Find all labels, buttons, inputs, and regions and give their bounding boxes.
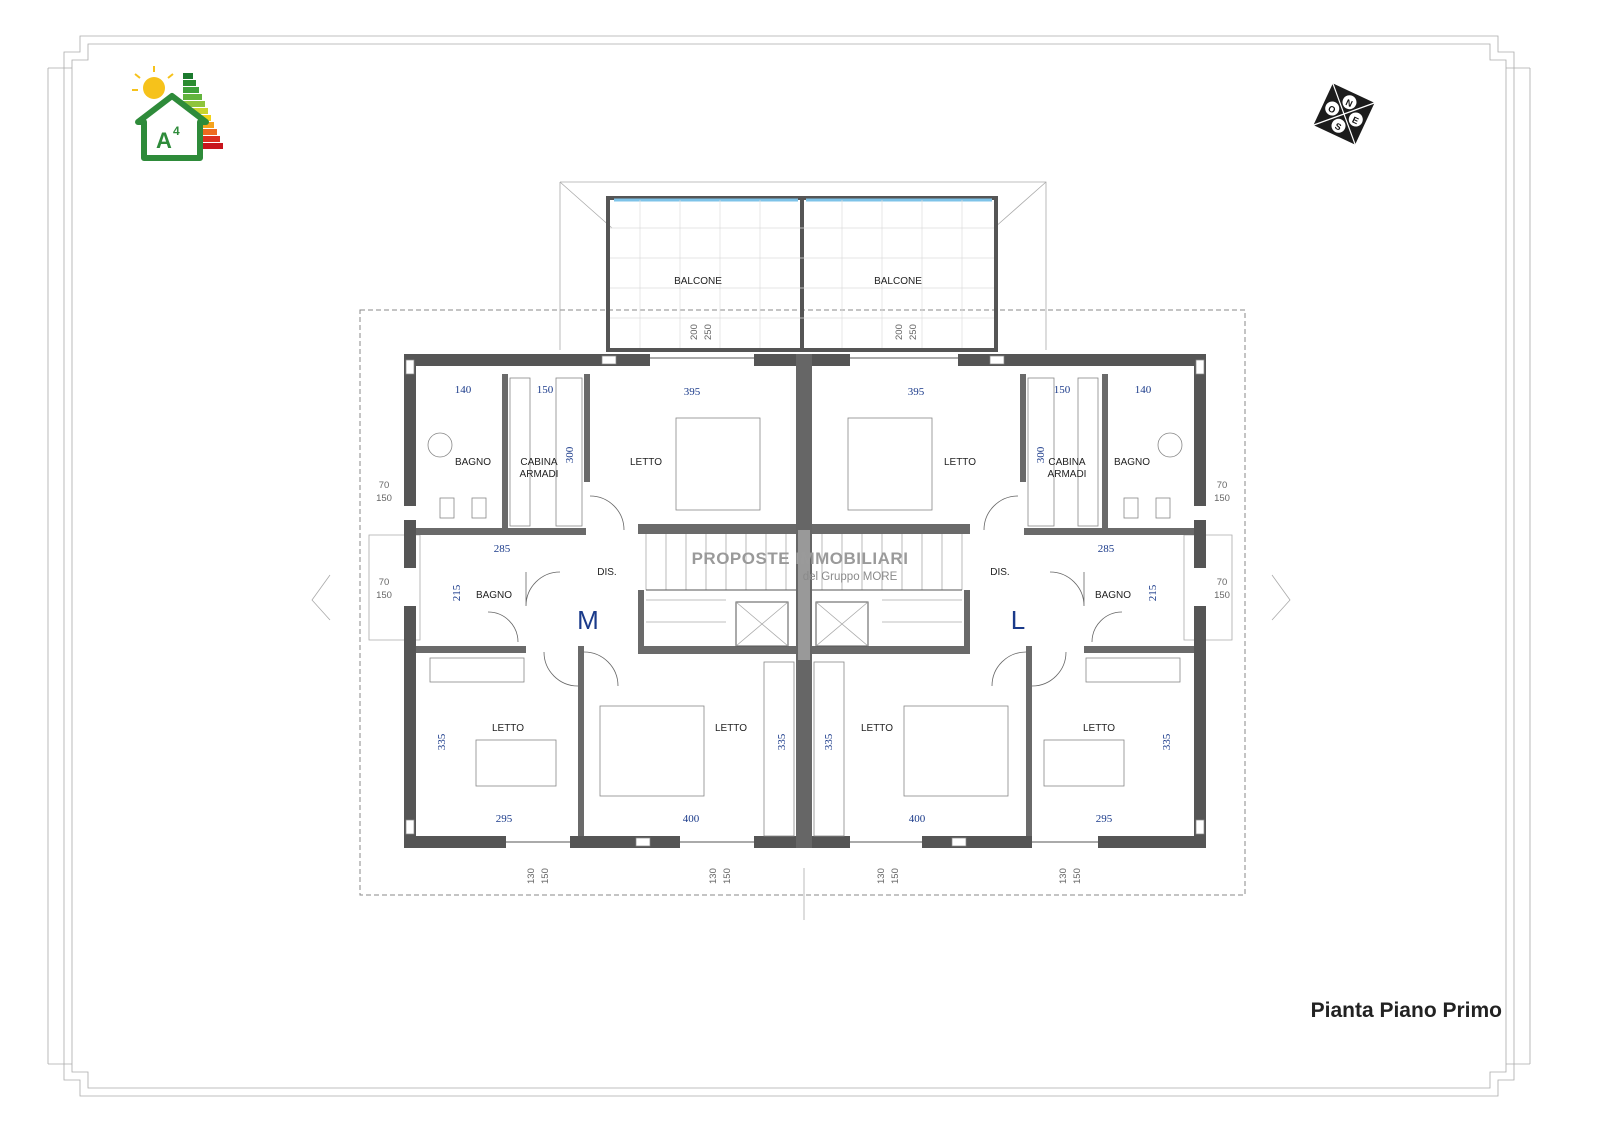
dim-window-150-r2: 150 xyxy=(1214,590,1230,601)
dim-bagno-top-left: 140 xyxy=(455,384,472,396)
dim-letto-top-right: 395 xyxy=(908,386,925,398)
room-label-letto-bottom-left-small: LETTO xyxy=(492,723,524,734)
dim-window-150-l1: 150 xyxy=(376,493,392,504)
dim-letto-large-right: 400 xyxy=(909,813,926,825)
dim-letto-top-left: 395 xyxy=(684,386,701,398)
compass-east: E xyxy=(1351,115,1361,127)
dim-window-70-r1: 70 xyxy=(1217,480,1228,491)
staircase xyxy=(645,534,963,647)
dim-bagno-mid-left: 285 xyxy=(494,543,511,555)
room-label-dis-right: DIS. xyxy=(990,567,1009,578)
watermark-line1: PROPOSTE IMMOBILIARI xyxy=(692,549,909,568)
dim-letto-height-4: 335 xyxy=(1161,733,1173,750)
room-label-letto-top-left: LETTO xyxy=(630,457,662,468)
dim-balcony-250-right: 250 xyxy=(908,324,919,340)
watermark-line2: del Gruppo MORE xyxy=(803,571,898,583)
room-label-letto-bottom-right-large: LETTO xyxy=(861,723,893,734)
dimension-labels: 140 140 150 150 395 395 300 300 285 285 … xyxy=(436,384,1173,825)
dim-letto-small-right: 295 xyxy=(1096,813,1113,825)
energy-class-superscript: 4 xyxy=(173,124,180,138)
party-wall xyxy=(796,354,812,848)
roof-outline xyxy=(311,309,1291,896)
balcony xyxy=(559,181,1047,352)
dim-bottom-150-4: 150 xyxy=(1072,868,1083,884)
house-icon xyxy=(135,93,209,161)
window-dimensions: 200 250 200 250 70 150 70 150 70 150 70 … xyxy=(376,324,1230,920)
room-label-cabina-right: CABINA xyxy=(1048,457,1086,468)
unit-label-right: L xyxy=(1011,605,1025,635)
room-label-letto-top-right: LETTO xyxy=(944,457,976,468)
dim-cabina-right: 150 xyxy=(1054,384,1071,396)
dim-cabina-height-left: 300 xyxy=(564,446,576,463)
room-label-bagno-mid-left: BAGNO xyxy=(476,590,512,601)
watermark: PROPOSTE IMMOBILIARI del Gruppo MORE xyxy=(692,549,909,583)
dim-bagno-mid-right: 285 xyxy=(1098,543,1115,555)
dim-window-70-l1: 70 xyxy=(379,480,390,491)
compass-south: S xyxy=(1333,121,1343,133)
dim-cabina-height-right: 300 xyxy=(1035,446,1047,463)
energy-class-letter: A xyxy=(156,128,172,153)
furniture xyxy=(427,377,1183,837)
dim-window-70-l2: 70 xyxy=(379,577,390,588)
room-label-bagno-mid-right: BAGNO xyxy=(1095,590,1131,601)
dim-bottom-150-2: 150 xyxy=(722,868,733,884)
dim-bottom-130-4: 130 xyxy=(1058,868,1069,884)
room-label-armadi-left: ARMADI xyxy=(520,469,559,480)
dim-bottom-130-3: 130 xyxy=(876,868,887,884)
unit-label-left: M xyxy=(577,605,599,635)
dim-bagno-mid-height-left: 215 xyxy=(451,584,463,601)
dim-letto-large-left: 400 xyxy=(683,813,700,825)
dim-bagno-mid-height-right: 215 xyxy=(1147,584,1159,601)
dim-letto-height-3: 335 xyxy=(823,733,835,750)
dim-letto-height-1: 335 xyxy=(436,733,448,750)
doors xyxy=(487,495,1123,687)
sun-icon xyxy=(132,66,174,99)
room-label-armadi-right: ARMADI xyxy=(1048,469,1087,480)
dim-window-70-r2: 70 xyxy=(1217,577,1228,588)
dim-bottom-150-1: 150 xyxy=(540,868,551,884)
dim-window-150-r1: 150 xyxy=(1214,493,1230,504)
room-label-bagno-top-left: BAGNO xyxy=(455,457,491,468)
dim-cabina-left: 150 xyxy=(537,384,554,396)
dim-bottom-130-2: 130 xyxy=(708,868,719,884)
room-label-balcone-left: BALCONE xyxy=(674,276,722,287)
dim-balcony-250-left: 250 xyxy=(703,324,714,340)
drawing-title: Pianta Piano Primo xyxy=(1311,999,1502,1022)
interior-walls xyxy=(416,374,1194,836)
dim-bagno-top-right: 140 xyxy=(1135,384,1152,396)
compass-west: O xyxy=(1327,103,1338,115)
dim-bottom-150-3: 150 xyxy=(890,868,901,884)
dim-bottom-130-1: 130 xyxy=(526,868,537,884)
room-labels: BALCONE BALCONE BAGNO BAGNO CABINA ARMAD… xyxy=(455,276,1150,734)
energy-class-badge: A 4 xyxy=(132,66,223,161)
room-label-letto-bottom-left-large: LETTO xyxy=(715,723,747,734)
compass-north: N xyxy=(1344,97,1354,109)
room-label-cabina-left: CABINA xyxy=(520,457,558,468)
exterior-walls xyxy=(404,354,1206,848)
room-label-letto-bottom-right-small: LETTO xyxy=(1083,723,1115,734)
compass-icon: N E S O xyxy=(1313,83,1375,145)
room-label-dis-left: DIS. xyxy=(597,567,616,578)
page-frame xyxy=(47,35,1531,1097)
dim-window-150-l2: 150 xyxy=(376,590,392,601)
dim-balcony-200-right: 200 xyxy=(894,324,905,340)
dim-balcony-200-left: 200 xyxy=(689,324,700,340)
room-label-balcone-right: BALCONE xyxy=(874,276,922,287)
dim-letto-small-left: 295 xyxy=(496,813,513,825)
room-label-bagno-top-right: BAGNO xyxy=(1114,457,1150,468)
dim-letto-height-2: 335 xyxy=(776,733,788,750)
